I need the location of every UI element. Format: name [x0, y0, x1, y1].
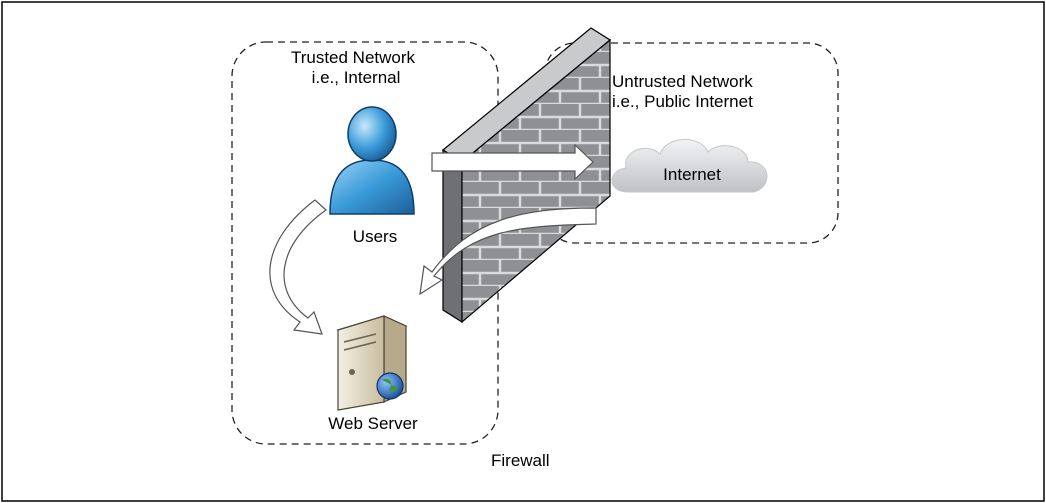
outbound-arrow [431, 143, 594, 181]
brick-wall-icon [441, 27, 612, 324]
globe-icon [376, 372, 404, 400]
users-label: Users [353, 227, 397, 246]
inbound-arrow [419, 207, 597, 296]
firewall-label: Firewall [491, 451, 550, 470]
trusted-title-line2: i.e., Internal [312, 68, 401, 87]
internal-arrow [269, 199, 327, 335]
untrusted-title-line2: i.e., Public Internet [612, 92, 753, 111]
user-icon [329, 106, 415, 215]
untrusted-title-line1: Untrusted Network [612, 72, 753, 91]
web-server-label: Web Server [328, 414, 418, 433]
server-icon [336, 315, 408, 411]
trusted-title-line1: Trusted Network [291, 48, 416, 67]
trusted-zone-boundary [231, 41, 499, 445]
internet-label: Internet [663, 165, 721, 184]
cloud-icon [611, 139, 768, 193]
